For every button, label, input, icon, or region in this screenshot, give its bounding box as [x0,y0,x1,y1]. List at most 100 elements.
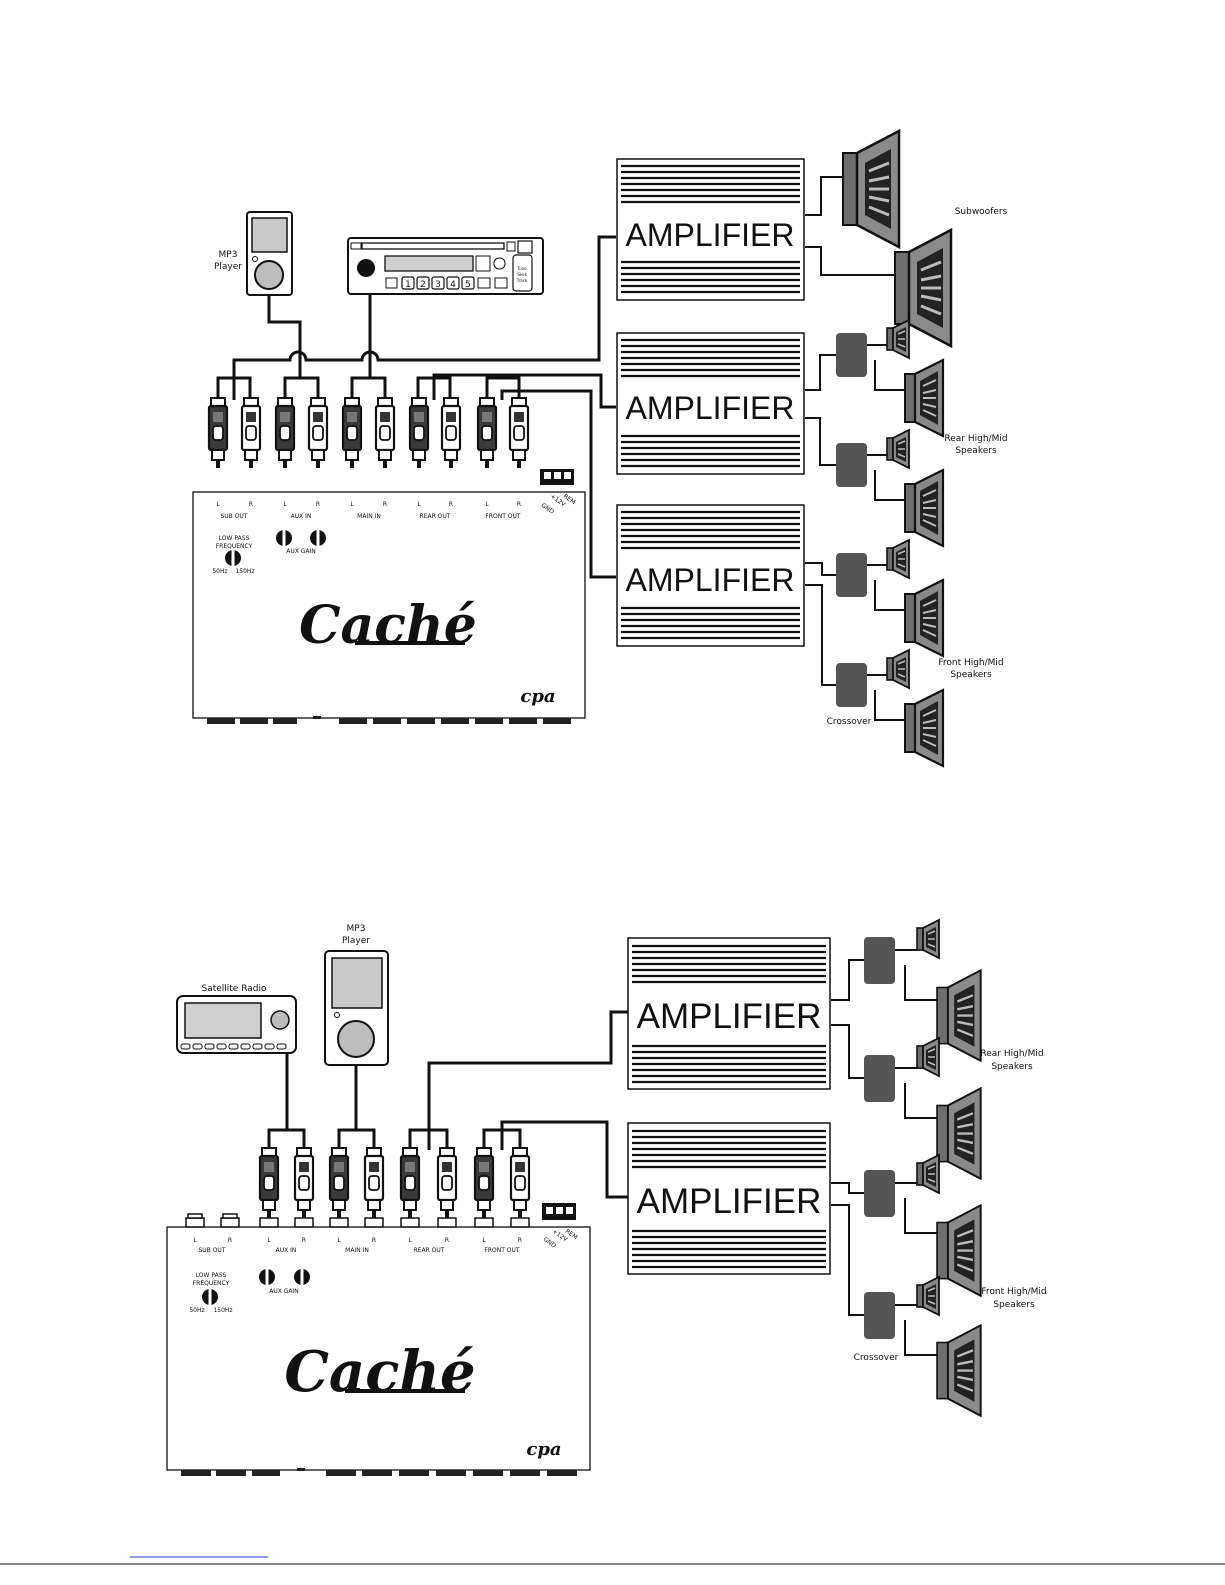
tweeter-b-2 [916,1037,940,1077]
rear-speakers-label-top: Speakers [955,446,997,456]
hz150-label: 150Hz [235,568,254,575]
amplifier-label-b2: AMPLIFIER [637,1182,822,1221]
front-out-label-b: FRONT OUT [484,1247,520,1254]
bottom-diagram: Satellite Radio MP3 Player [166,919,1047,1476]
amplifier-top-3: AMPLIFIER [616,504,805,647]
aux-in-label-b: AUX IN [276,1247,297,1254]
mid-b-3 [935,1204,982,1297]
processor-top: L R L R L R L R L R SUB OUT AUX IN MAIN … [192,469,586,724]
low-pass-label-1: LOW PASS [219,535,250,542]
head-unit: Tune Seek Track 1 2 3 4 5 [347,237,544,295]
mp3-label-bottom: MP3 [347,924,366,934]
rear-out-label-b: REAR OUT [414,1247,445,1254]
mid-b-1 [935,969,982,1062]
processor-bottom: L R L R L R L R L R SUB OUT AUX IN MAIN … [166,1203,591,1476]
speaker-wires-top [805,176,905,721]
hz150-label-b: 150Hz [213,1307,232,1314]
main-l-b: L [337,1237,341,1244]
crossovers-bottom [864,937,895,1339]
mp3-player-bottom: MP3 Player [324,924,389,1066]
sub-out-label-b: SUB OUT [198,1247,225,1254]
mid-b-2 [935,1087,982,1180]
crossover-label-bottom: Crossover [854,1353,899,1363]
front-label-top: Front High/Mid [938,658,1003,668]
amplifier-bottom-2: AMPLIFIER [627,1122,831,1275]
main-r-b: R [372,1237,376,1244]
amplifier-label-3: AMPLIFIER [626,562,795,598]
rear-l-b: L [408,1237,412,1244]
satellite-radio: Satellite Radio [176,984,297,1054]
wires-top [216,235,616,579]
satellite-label: Satellite Radio [201,984,267,994]
main-r: R [383,501,387,508]
wires-bottom [267,1010,628,1199]
amplifier-bottom-1: AMPLIFIER [627,937,831,1090]
seek-label: Seek [517,272,527,277]
crossover-label-top: Crossover [827,717,872,727]
mid-front-2 [903,688,945,768]
rear-l: L [417,501,421,508]
preset-4: 4 [450,280,456,290]
cache-logo-b: Caché [284,1339,475,1405]
low-pass-label-1b: LOW PASS [196,1272,227,1279]
tweeter-b-3 [916,1154,940,1194]
amplifier-label-2: AMPLIFIER [626,390,795,426]
aux-gain-label-b: AUX GAIN [269,1288,299,1295]
mid-rear-1 [903,358,945,438]
preset-1: 1 [405,280,411,290]
front-speakers-label-top: Speakers [950,670,992,680]
front-label-bottom: Front High/Mid [981,1287,1046,1297]
sub-r-b: R [228,1237,232,1244]
tweeter-rear-1 [886,319,910,359]
amplifier-top-1: AMPLIFIER [616,158,805,301]
mid-rear-2 [903,468,945,548]
aux-in-label: AUX IN [291,513,312,520]
amplifier-top-2: AMPLIFIER [616,332,805,475]
subwoofers-label: Subwoofers [955,207,1008,217]
main-l: L [350,501,354,508]
tweeter-front-1 [886,539,910,579]
cpa-logo: cpa [520,686,555,707]
tweeter-front-2 [886,649,910,689]
aux-l: L [283,501,287,508]
front-r-b: R [518,1237,522,1244]
rear-out-label: REAR OUT [420,513,451,520]
subwoofer-1 [841,129,901,249]
mp3-label-top: MP3 [219,250,238,260]
amplifier-label-b1: AMPLIFIER [637,997,822,1036]
aux-r: R [316,501,320,508]
amplifier-label-1: AMPLIFIER [626,217,795,253]
track-label: Track [516,278,528,283]
rear-label-top: Rear High/Mid [944,434,1007,444]
tweeter-b-4 [916,1276,940,1316]
front-out-label: FRONT OUT [485,513,521,520]
mid-b-4 [935,1324,982,1417]
mid-front-1 [903,578,945,658]
preset-2: 2 [420,280,426,290]
tweeter-b-1 [916,919,940,959]
tune-label: Tune [516,266,527,271]
speaker-wires-bottom [831,949,937,1356]
low-pass-label-2b: FREQUENCY [193,1280,230,1287]
front-r: R [517,501,521,508]
rear-speakers-label-bottom: Speakers [991,1062,1033,1072]
preset-3: 3 [435,280,441,290]
crossovers-top [836,333,867,707]
sub-r: R [249,501,253,508]
player-label-bottom: Player [342,936,370,946]
hz50-label: 50Hz [212,568,227,575]
rear-r: R [449,501,453,508]
aux-gain-label: AUX GAIN [286,548,316,555]
cpa-logo-b: cpa [526,1439,561,1460]
tweeter-rear-2 [886,429,910,469]
main-in-label: MAIN IN [357,513,381,520]
aux-l-b: L [267,1237,271,1244]
low-pass-label-2: FREQUENCY [216,543,253,550]
main-in-label-b: MAIN IN [345,1247,369,1254]
player-label-top: Player [214,262,242,272]
hz50-label-b: 50Hz [189,1307,204,1314]
preset-5: 5 [465,280,471,290]
aux-r-b: R [302,1237,306,1244]
sub-out-label: SUB OUT [220,513,247,520]
